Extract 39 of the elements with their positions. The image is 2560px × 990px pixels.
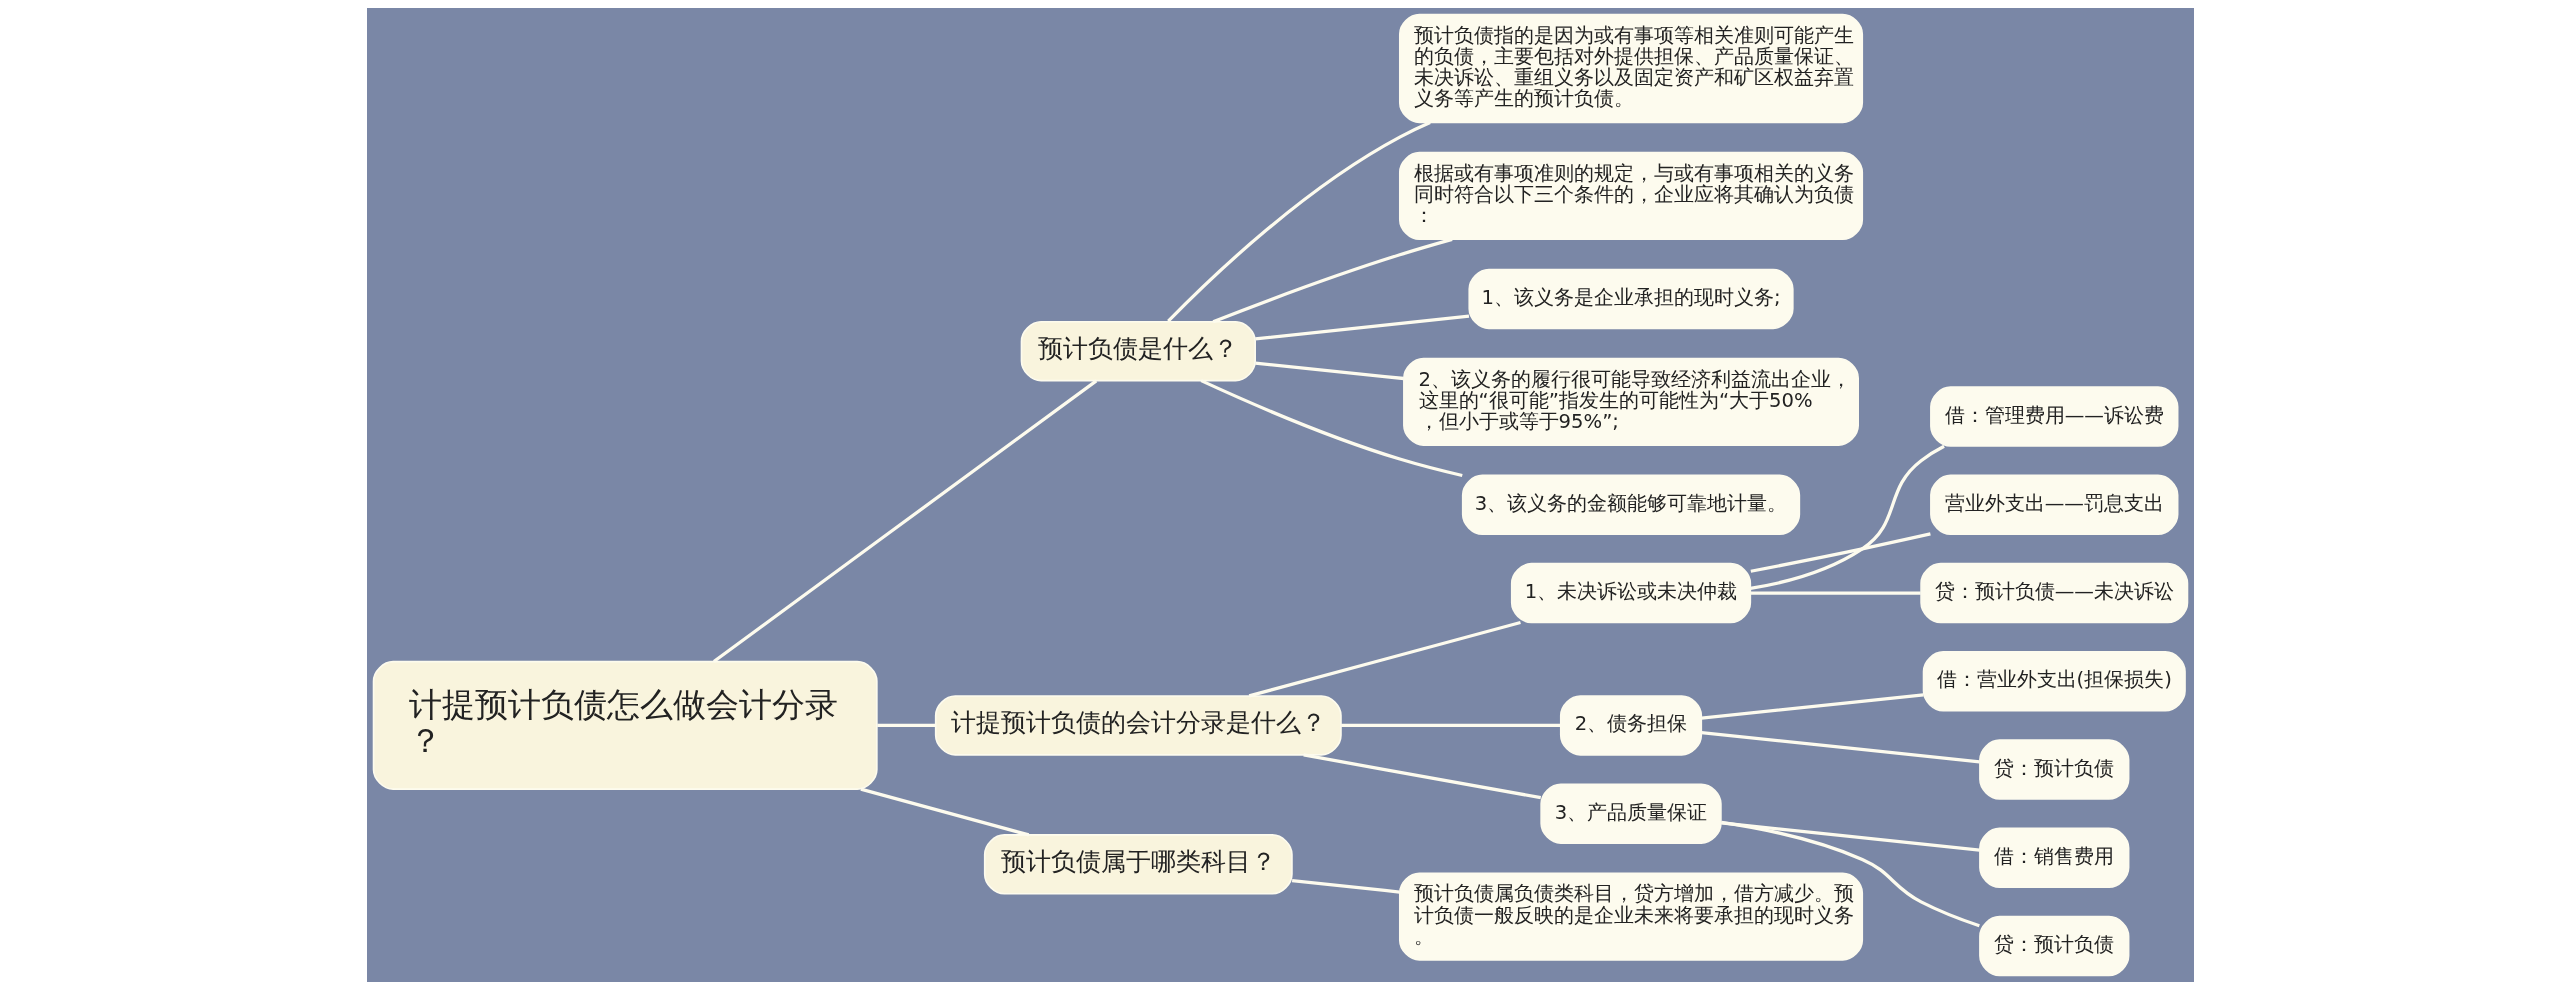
node-box: 预计负债是什么？ (1020, 320, 1256, 382)
node-box: 借：营业外支出(担保损失) (1922, 651, 2186, 712)
node-box: 借：管理费用——诉讼费 (1929, 386, 2178, 447)
connector (1749, 444, 1945, 590)
node-box: 1、该义务是企业承担的现时义务; (1467, 268, 1794, 330)
node-box: 1、未决诉讼或未决仲裁 (1510, 562, 1751, 624)
connector (1212, 237, 1453, 324)
node-box: 借：销售费用 (1978, 827, 2129, 888)
connector (1750, 532, 1931, 573)
connector (1700, 693, 1924, 720)
node-box: 2、该义务的履行很可能导致经济利益流出企业，这里的“很可能”指发生的可能性为“大于50%，但小于或等于95%”; (1402, 357, 1859, 446)
node-box: 营业外支出——罚息支出 (1929, 474, 2178, 536)
node-box: 3、产品质量保证 (1539, 783, 1722, 844)
node-box: 贷：预计负债 (1978, 739, 2129, 800)
connector (1254, 361, 1404, 381)
node-box: 计提预计负债的会计分录是什么？ (934, 695, 1342, 756)
connector (1302, 753, 1541, 800)
node-box: 根据或有事项准则的规定，与或有事项相关的义务同时符合以下三个条件的，企业应将其确认为负债： (1398, 151, 1863, 241)
node-box: 贷：预计负债 (1978, 915, 2129, 977)
node-box: 计提预计负债怎么做会计分录？ (372, 660, 878, 790)
connector (1166, 121, 1431, 323)
node-box: 预计负债属负债类科目，贷方增加，借方减少。预计负债一般反映的是企业未来将要承担的现时义务。 (1398, 872, 1863, 961)
connector (1340, 723, 1560, 728)
connector (1248, 620, 1521, 698)
connector (1750, 591, 1921, 595)
connector (876, 723, 935, 728)
node-box: 预计负债指的是因为或有事项等相关准则可能产生的负债，主要包括对外提供担保、产品质量保证、未决诉讼、重组义务以及固定资产和矿区权益弃置义务等产生的预计负债。 (1398, 13, 1863, 124)
connector (1720, 820, 1980, 928)
connector (1700, 731, 1980, 764)
connector (1291, 878, 1400, 894)
connector (712, 379, 1097, 663)
node-box: 贷：预计负债——未决诉讼 (1919, 562, 2188, 624)
connector (1720, 821, 1980, 852)
connector (859, 787, 1029, 837)
connector (1254, 314, 1469, 341)
connector (1200, 379, 1463, 478)
node-box: 2、债务担保 (1559, 695, 1702, 756)
node-box: 3、该义务的金额能够可靠地计量。 (1461, 474, 1800, 536)
node-box: 预计负债属于哪类科目？ (983, 834, 1293, 895)
